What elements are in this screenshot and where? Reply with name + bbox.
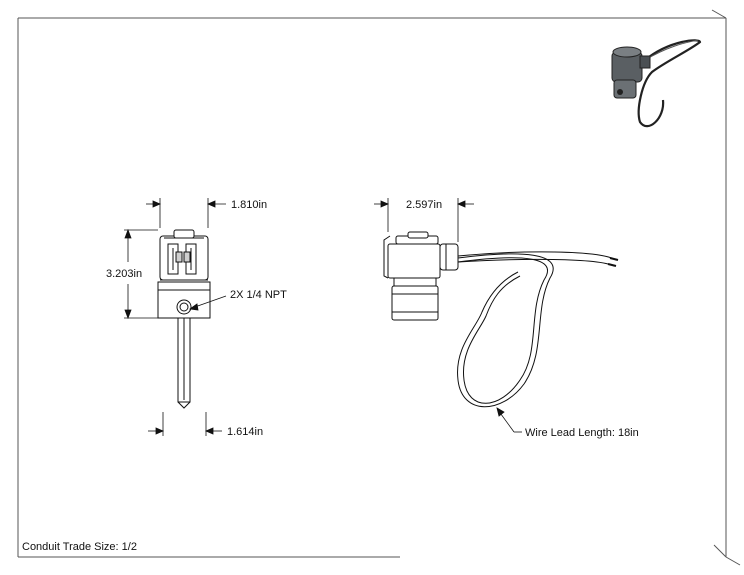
front-view [157,229,211,409]
dim-front-bottom-width: 1.614in [227,426,263,438]
note-wire-lead-length: Wire Lead Length: 18in [525,427,639,439]
dim-side-width: 2.597in [406,199,442,211]
dim-front-top-width: 1.810in [231,199,267,211]
dim-front-height: 3.203in [106,268,142,280]
note-thread-size: 2X 1/4 NPT [230,289,287,301]
sheet-border [17,9,741,566]
note-conduit-trade-size: Conduit Trade Size: 1/2 [22,541,137,553]
isometric-thumbnail [611,39,702,128]
side-view [383,231,619,408]
side-dimensions [374,198,522,433]
front-dimensions [124,198,227,436]
